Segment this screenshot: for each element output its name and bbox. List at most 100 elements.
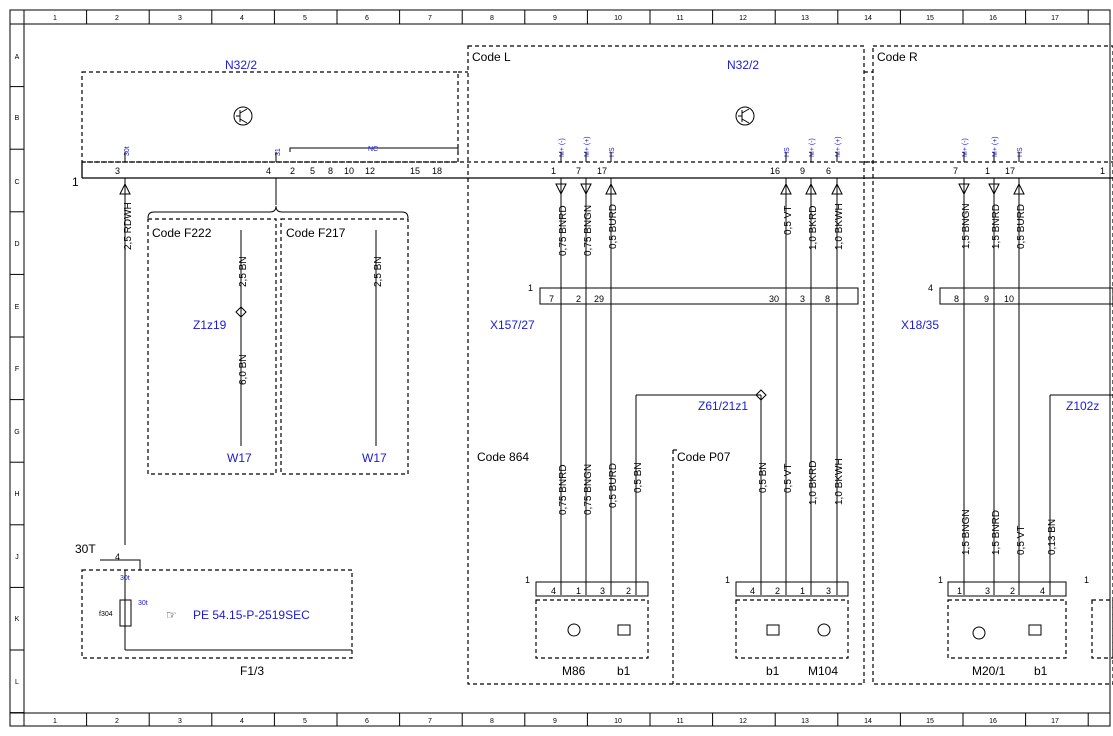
svg-text:4: 4	[266, 166, 271, 176]
module-n32-left	[81, 71, 459, 163]
connector-x18	[939, 287, 1113, 305]
svg-text:1: 1	[576, 586, 581, 596]
ruler-bottom-label: 1	[53, 718, 57, 725]
sensor-icon	[766, 624, 780, 636]
svg-text:0,5 BN: 0,5 BN	[758, 462, 769, 493]
transistor-icon	[735, 106, 755, 126]
sensor-icon	[1028, 624, 1042, 636]
code-label: Code F222	[152, 226, 212, 240]
ruler-top-label: 2	[115, 15, 119, 22]
svg-text:7: 7	[549, 294, 554, 304]
ruler-bottom-label: 9	[553, 718, 557, 725]
ruler-bottom-label: 11	[676, 718, 683, 725]
component-pin-one: 1	[938, 575, 943, 585]
ruler-left-label: J	[15, 554, 19, 561]
ruler-top-label: 16	[989, 15, 997, 22]
ruler-top-label: 6	[365, 15, 369, 22]
ruler-top-label: 15	[926, 15, 934, 22]
ruler-bottom-label: 7	[428, 718, 432, 725]
component-label: b1	[766, 664, 780, 678]
svg-text:1: 1	[551, 166, 556, 176]
svg-text:8: 8	[954, 294, 959, 304]
ruler-bottom-label: 5	[303, 718, 307, 725]
component-label: b1	[1034, 664, 1048, 678]
ruler-top-label: 11	[676, 15, 683, 22]
svg-text:1,5 BNGN: 1,5 BNGN	[961, 509, 972, 555]
section-code-r	[872, 45, 1113, 685]
svg-text:1,0 BKWH: 1,0 BKWH	[834, 458, 845, 505]
component-label: M104	[808, 664, 838, 678]
ruler-left-label: F	[15, 366, 19, 373]
svg-text:1,5 BNGN: 1,5 BNGN	[961, 203, 972, 249]
svg-text:0,5 VT: 0,5 VT	[783, 206, 794, 235]
component-label: M20/1	[972, 664, 1006, 678]
ruler-top-label: 1	[53, 15, 57, 22]
component-label: b1	[617, 664, 631, 678]
ruler-top-label: 5	[303, 15, 307, 22]
svg-text:2: 2	[626, 586, 631, 596]
svg-text:2,5 RDWH: 2,5 RDWH	[123, 202, 134, 250]
svg-text:2,5 BN: 2,5 BN	[373, 256, 384, 287]
ruler-left-label: B	[15, 115, 20, 122]
connector-number: 4	[928, 283, 933, 293]
splice-label: Z1z19	[193, 318, 227, 332]
code-f217-box	[280, 218, 409, 475]
ruler-top-label: 17	[1051, 15, 1059, 22]
svg-text:5: 5	[310, 166, 315, 176]
svg-text:0,75 BNRD: 0,75 BNRD	[558, 205, 569, 256]
pin-tag: HS	[1017, 147, 1024, 157]
svg-text:12: 12	[365, 166, 375, 176]
svg-text:0,5 BURD: 0,5 BURD	[608, 204, 619, 249]
pin-tag: HS	[609, 147, 616, 157]
ground-label: W17	[227, 451, 252, 465]
pin-tag: 31	[275, 148, 282, 156]
svg-text:4: 4	[115, 552, 120, 562]
motor-icon	[567, 623, 581, 637]
code-label: Code L	[472, 50, 511, 64]
svg-text:9: 9	[800, 166, 805, 176]
wires	[124, 178, 1113, 595]
ruler-top-label: 7	[428, 15, 432, 22]
svg-text:29: 29	[594, 294, 604, 304]
svg-text:15: 15	[410, 166, 420, 176]
svg-text:17: 17	[597, 166, 607, 176]
ruler-bottom-label: 12	[739, 718, 747, 725]
ruler-top-label: 14	[864, 15, 872, 22]
splice-icon	[235, 306, 247, 318]
svg-text:18: 18	[432, 166, 442, 176]
svg-text:0,5 BURD: 0,5 BURD	[1016, 204, 1027, 249]
ruler-top-label: 9	[553, 15, 557, 22]
svg-text:4: 4	[750, 586, 755, 596]
svg-text:1,0 BKRD: 1,0 BKRD	[808, 206, 819, 250]
svg-text:2: 2	[1010, 586, 1015, 596]
svg-text:1,0 BKRD: 1,0 BKRD	[808, 461, 819, 505]
connector-label: X18/35	[901, 318, 939, 332]
svg-text:16: 16	[770, 166, 780, 176]
connector-number: 1	[528, 283, 533, 293]
svg-text:10: 10	[344, 166, 354, 176]
top-pin-numbers: 3 4 2 5 8 10 12 15 18 1 7 17 16 9 6 7 1 …	[115, 166, 1105, 176]
svg-text:6: 6	[826, 166, 831, 176]
svg-text:1: 1	[957, 586, 962, 596]
pin-tag: M+ (-)	[559, 138, 566, 157]
fuse-box-f13	[81, 569, 353, 659]
ruler-bottom-label: 2	[115, 718, 119, 725]
reference-link[interactable]: PE 54.15-P-2519SEC	[193, 608, 310, 622]
nc-label: NC	[368, 146, 378, 153]
ruler-top-label: 10	[614, 15, 622, 22]
ruler-left-label: A	[15, 54, 20, 61]
motor-icon	[817, 623, 831, 637]
ruler-bottom-label: 6	[365, 718, 369, 725]
svg-text:9: 9	[984, 294, 989, 304]
component-label: M86	[562, 664, 586, 678]
connector-x157	[539, 287, 859, 305]
splice-label: Z61/21z1	[698, 399, 748, 413]
svg-text:2,5 BN: 2,5 BN	[238, 256, 249, 287]
splice-label: Z102z	[1066, 399, 1099, 413]
svg-text:10: 10	[1004, 294, 1014, 304]
connector-label: X157/27	[490, 318, 535, 332]
ruler-bottom-label: 13	[801, 718, 809, 725]
ruler-bottom-label: 10	[614, 718, 622, 725]
code-label: Code R	[877, 50, 918, 64]
svg-text:17: 17	[1005, 166, 1015, 176]
